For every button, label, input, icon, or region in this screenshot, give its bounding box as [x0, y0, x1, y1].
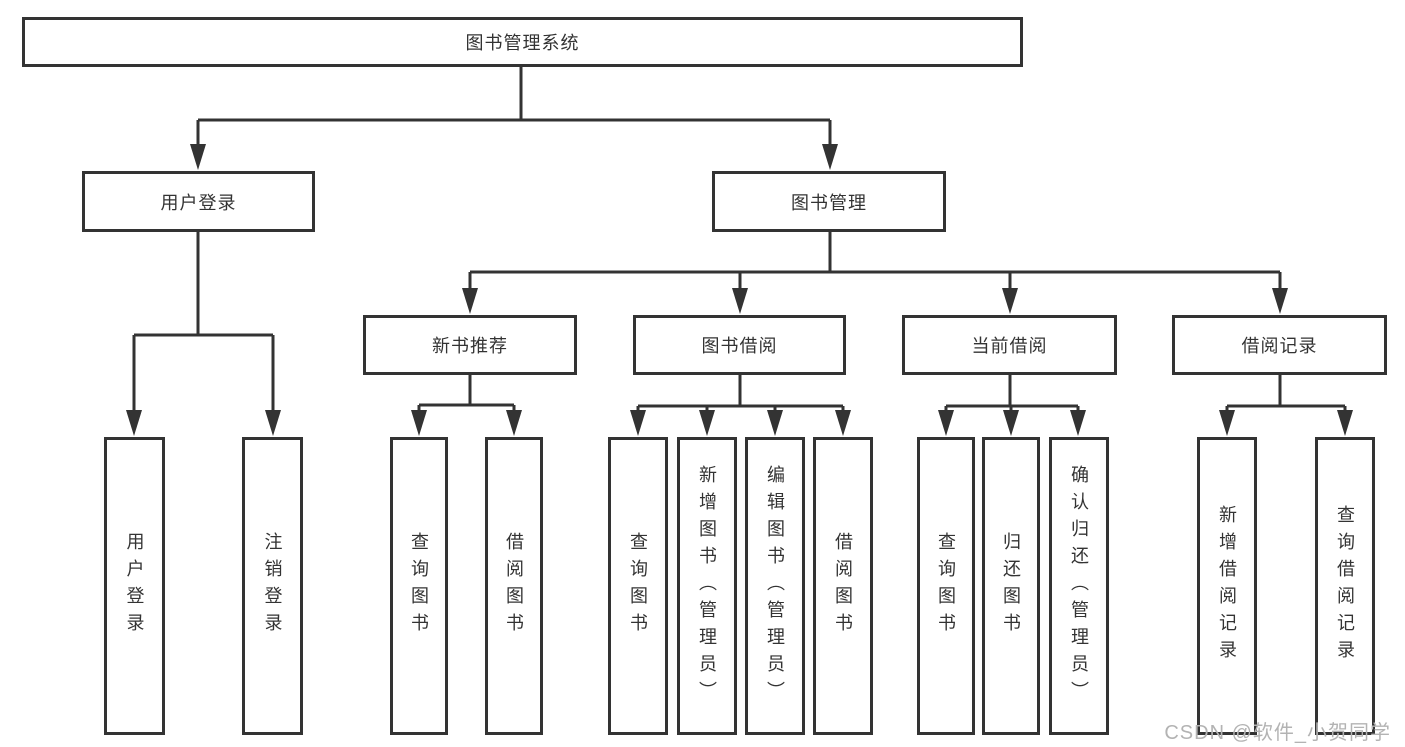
leaf-edit-books-admin-label: 编辑图书（管理员） [765, 464, 785, 708]
leaf-query-books-3: 查询图书 [917, 437, 975, 735]
csdn-watermark: CSDN @软件_小贺同学 [1164, 722, 1391, 744]
leaf-query-borrow-record: 查询借阅记录 [1315, 437, 1375, 735]
leaf-borrow-books-2-label: 借阅图书 [833, 532, 853, 640]
leaf-query-borrow-record-label: 查询借阅记录 [1335, 505, 1355, 667]
leaf-query-books-1: 查询图书 [390, 437, 448, 735]
leaf-edit-books-admin: 编辑图书（管理员） [745, 437, 805, 735]
leaf-borrow-books-2: 借阅图书 [813, 437, 873, 735]
leaf-confirm-return-admin-label: 确认归还（管理员） [1069, 464, 1089, 708]
leaf-add-books-admin: 新增图书（管理员） [677, 437, 737, 735]
leaf-logout: 注销登录 [242, 437, 303, 735]
node-book-borrow: 图书借阅 [633, 315, 846, 375]
leaf-add-books-admin-label: 新增图书（管理员） [697, 464, 717, 708]
leaf-user-login-label: 用户登录 [124, 532, 145, 640]
leaf-return-books-label: 归还图书 [1001, 532, 1021, 640]
leaf-user-login: 用户登录 [104, 437, 165, 735]
node-current-borrow: 当前借阅 [902, 315, 1117, 375]
leaf-return-books: 归还图书 [982, 437, 1040, 735]
node-borrow-records: 借阅记录 [1172, 315, 1387, 375]
node-book-management: 图书管理 [712, 171, 946, 232]
leaf-borrow-books-1: 借阅图书 [485, 437, 543, 735]
leaf-borrow-books-1-label: 借阅图书 [504, 532, 524, 640]
leaf-query-books-2-label: 查询图书 [628, 532, 648, 640]
leaf-query-books-1-label: 查询图书 [409, 532, 429, 640]
leaf-query-books-2: 查询图书 [608, 437, 668, 735]
leaf-query-books-3-label: 查询图书 [936, 532, 956, 640]
leaf-add-borrow-record-label: 新增借阅记录 [1217, 505, 1237, 667]
leaf-confirm-return-admin: 确认归还（管理员） [1049, 437, 1109, 735]
node-user-login: 用户登录 [82, 171, 315, 232]
leaf-logout-label: 注销登录 [262, 532, 283, 640]
node-new-book-recommend: 新书推荐 [363, 315, 577, 375]
leaf-add-borrow-record: 新增借阅记录 [1197, 437, 1257, 735]
arrowheads [126, 144, 1353, 436]
node-root-library-system: 图书管理系统 [22, 17, 1023, 67]
